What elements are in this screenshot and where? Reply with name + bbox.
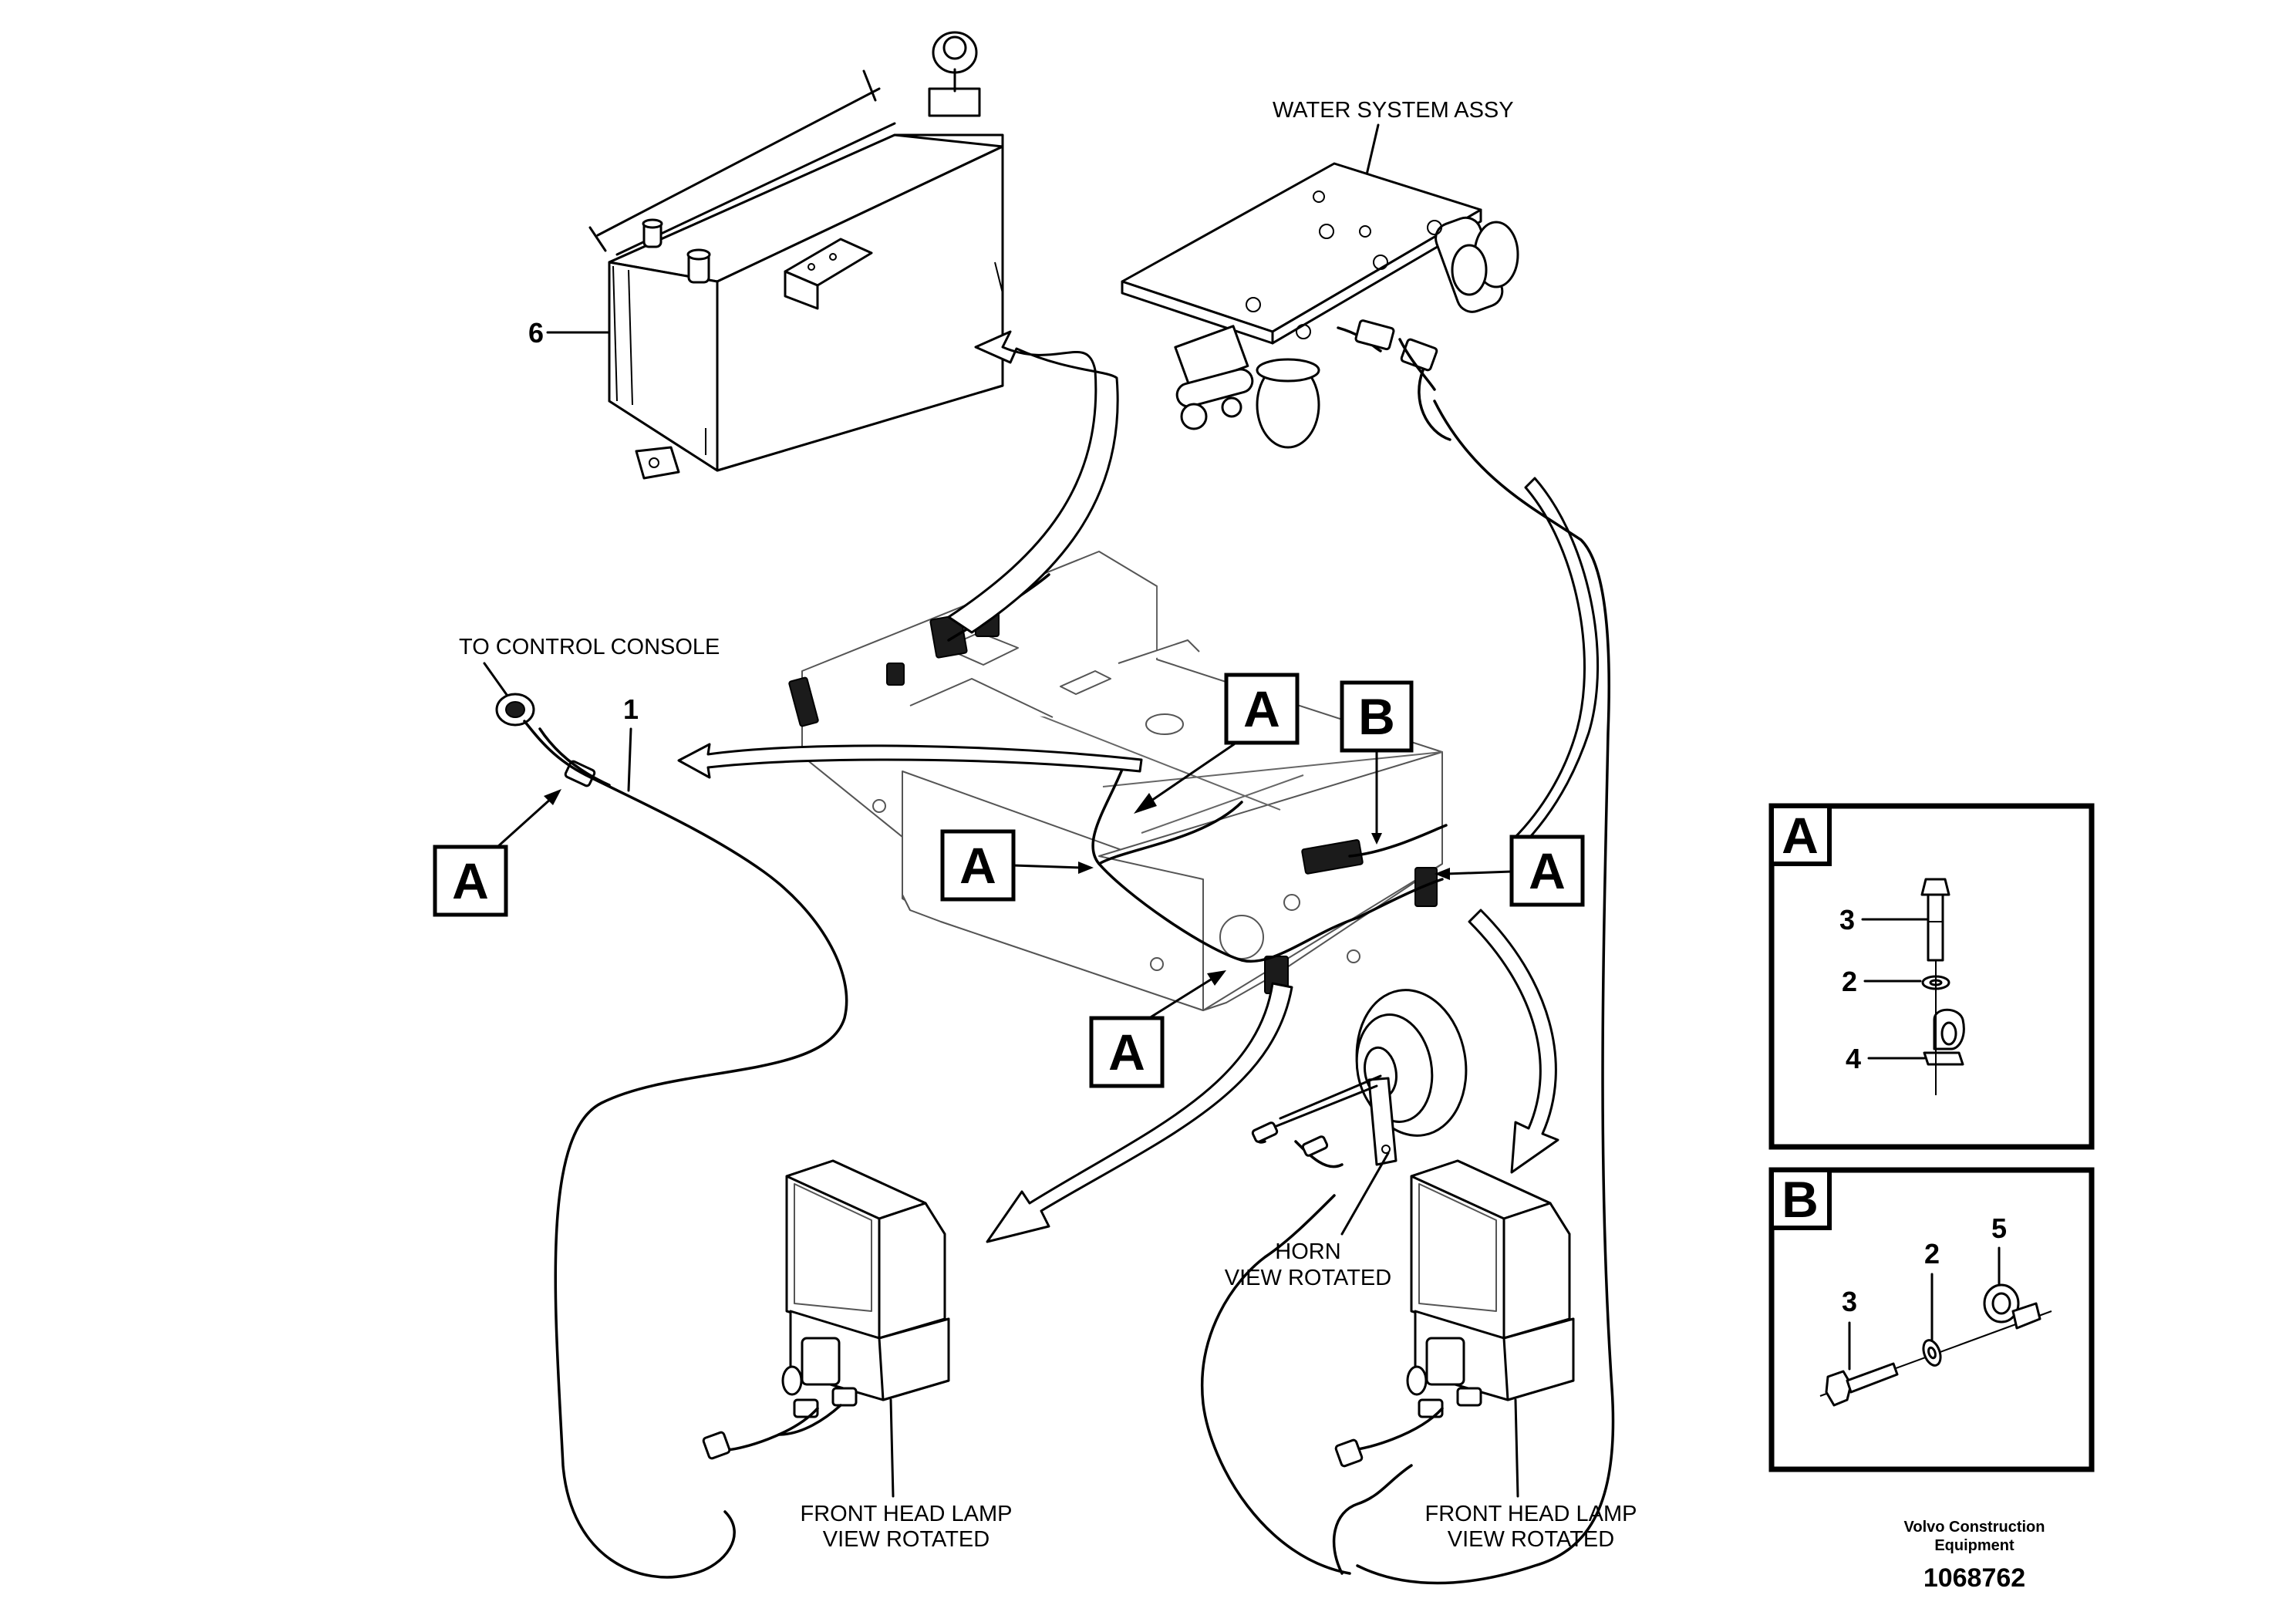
horn-leader xyxy=(1340,1152,1390,1236)
floor-connectors xyxy=(788,601,1438,994)
harness-main xyxy=(1091,758,1444,963)
harness-branch-pump xyxy=(1348,824,1448,858)
ref-letter-a: A xyxy=(1108,1023,1145,1081)
item-6-number: 6 xyxy=(528,317,544,349)
ref-box-a-top: A xyxy=(1134,673,1300,814)
washer-icon xyxy=(1922,1339,1942,1367)
water-pump-icon xyxy=(1121,162,1519,449)
ref-box-a-harness: A xyxy=(433,789,561,917)
ref-box-a-right: A xyxy=(1435,835,1585,907)
horn-label: HORN xyxy=(1275,1239,1340,1264)
harness-1 xyxy=(523,720,848,1579)
drawing-number: 1068762 xyxy=(1923,1563,2025,1593)
item-1-leader xyxy=(627,727,632,792)
detail-b-item-3: 3 xyxy=(1842,1286,1857,1317)
company-name-line2: Equipment xyxy=(1934,1537,2014,1554)
flow-arrow-tank xyxy=(947,330,1119,634)
ref-letter-a: A xyxy=(1243,680,1280,737)
company-name: Volvo Construction xyxy=(1904,1519,2045,1536)
item-1-number: 1 xyxy=(623,693,639,725)
detail-a-letter: A xyxy=(1782,807,1819,864)
harness-right xyxy=(1356,400,1615,1585)
ref-box-a-left: A xyxy=(940,829,1094,902)
cab-floor-plate xyxy=(801,551,1443,1011)
ref-box-b: B xyxy=(1340,680,1414,845)
clamp-icon xyxy=(1923,1008,1965,1066)
lamp-left-label: FRONT HEAD LAMP xyxy=(800,1502,1012,1526)
detail-a-item-4: 4 xyxy=(1846,1043,1861,1074)
water-system-leader xyxy=(1364,123,1380,183)
ref-letter-a: A xyxy=(959,837,996,894)
ref-letter-b: B xyxy=(1358,688,1395,745)
detail-b-item-2: 2 xyxy=(1924,1238,1940,1270)
ref-letter-a: A xyxy=(1529,842,1566,899)
detail-a-item-2: 2 xyxy=(1842,966,1857,997)
bolt-icon xyxy=(1825,1362,1899,1407)
lamp-left-label-view: VIEW ROTATED xyxy=(823,1527,990,1552)
lamp-right-leader xyxy=(1514,1398,1519,1498)
detail-b-panel: B 3 2 5 xyxy=(1768,1167,2095,1472)
clamp-icon xyxy=(1983,1283,2041,1330)
flow-arrow-lamp-right xyxy=(1468,909,1559,1174)
detail-a-panel: A 3 2 4 xyxy=(1768,803,2095,1150)
head-lamp-icon xyxy=(702,1159,950,1460)
control-console-label: TO CONTROL CONSOLE xyxy=(459,635,720,659)
lamp-right-label-view: VIEW ROTATED xyxy=(1448,1527,1614,1552)
flow-arrow-console xyxy=(677,743,1143,779)
head-lamp-icon xyxy=(1334,1159,1575,1468)
detail-a-item-3: 3 xyxy=(1839,904,1855,936)
ref-box-a-bottom: A xyxy=(1089,970,1226,1088)
harness-1-lead xyxy=(538,727,611,787)
horn-icon xyxy=(1251,989,1468,1168)
flow-arrow-lamp-left xyxy=(986,982,1293,1243)
harness-lamp-right xyxy=(1332,1464,1413,1575)
flow-arrow-pump xyxy=(1512,477,1600,850)
washer-tank-icon xyxy=(588,31,1004,480)
harness-horn xyxy=(1201,1194,1351,1575)
ref-letter-a: A xyxy=(452,852,489,909)
horn-label-view: VIEW ROTATED xyxy=(1225,1266,1391,1290)
water-system-label: WATER SYSTEM ASSY xyxy=(1273,98,1514,123)
bolt-icon xyxy=(1920,878,1950,962)
harness-branch xyxy=(1097,801,1243,865)
lamp-left-leader xyxy=(889,1398,895,1498)
lamp-right-label: FRONT HEAD LAMP xyxy=(1424,1502,1637,1526)
control-console-leader xyxy=(483,662,511,700)
detail-b-letter: B xyxy=(1782,1171,1819,1228)
detail-b-item-5: 5 xyxy=(1991,1212,2007,1244)
